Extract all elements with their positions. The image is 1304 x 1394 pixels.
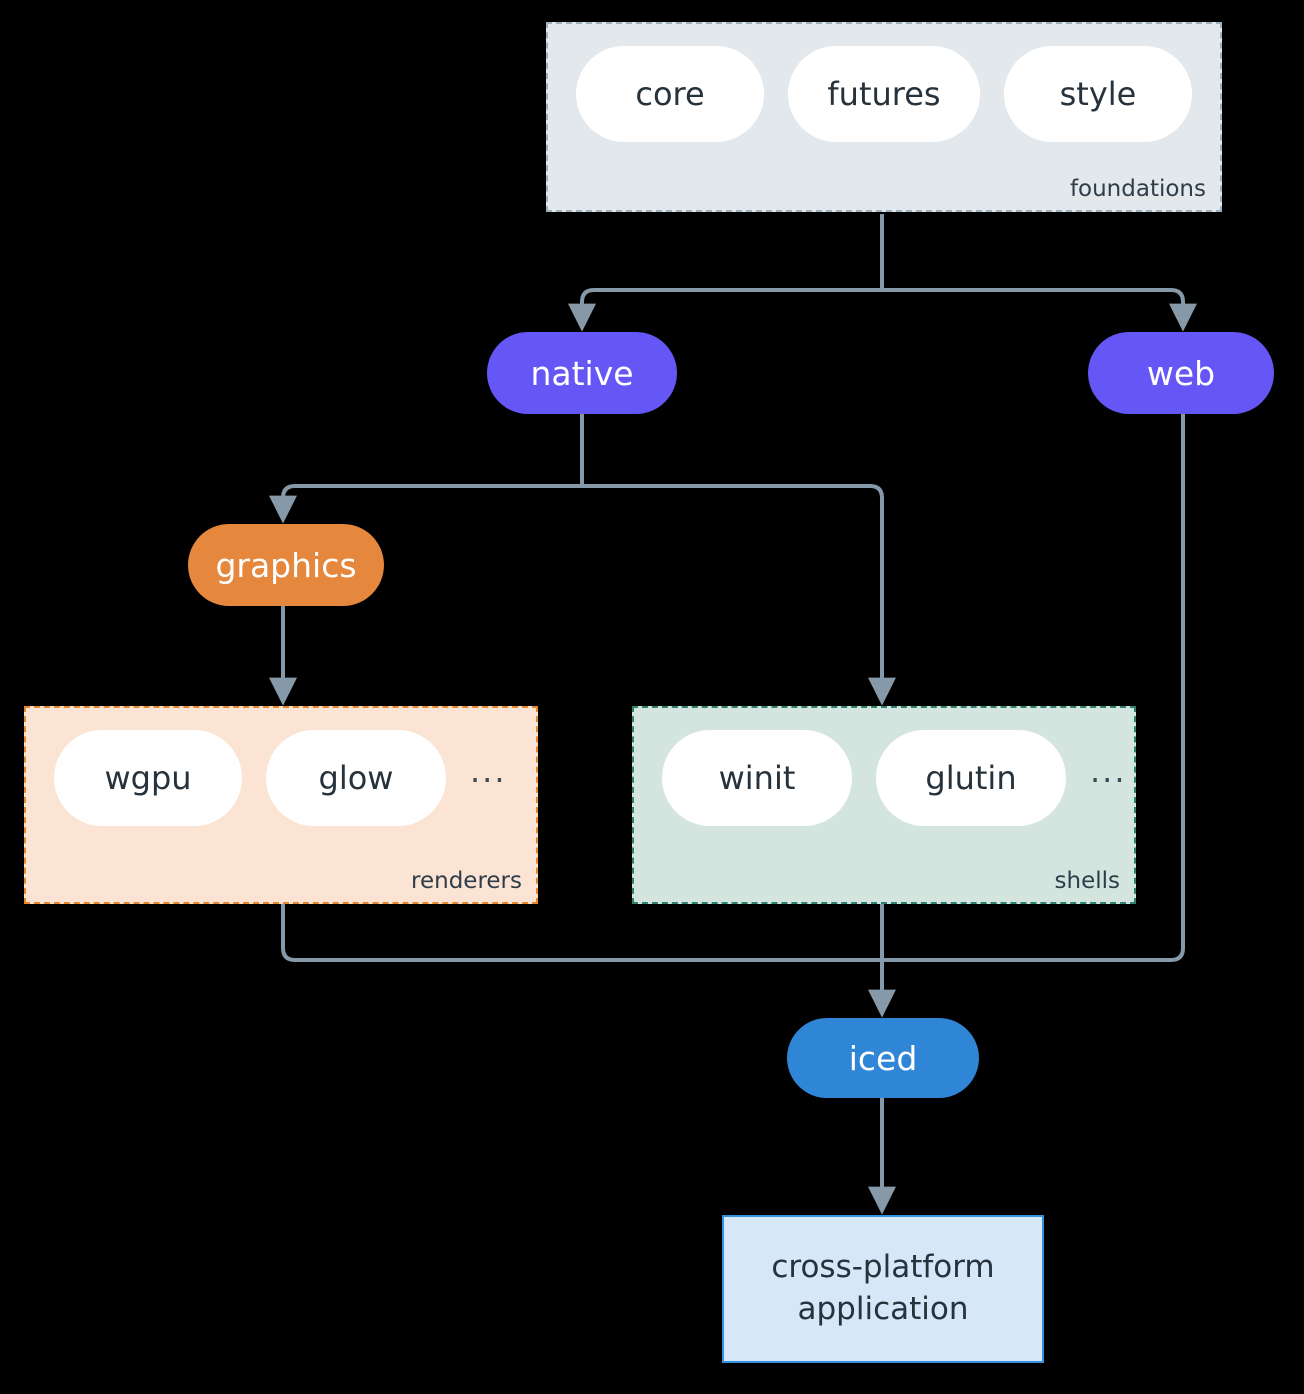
shells-overflow-ellipsis: ... (1090, 752, 1127, 790)
leaf-wgpu[interactable]: wgpu (54, 730, 242, 826)
leaf-core[interactable]: core (576, 46, 764, 142)
edge-foundations-to-native (568, 288, 882, 332)
edge-renderers-to-iced (281, 904, 882, 962)
cluster-shells-label: shells (1054, 868, 1120, 894)
leaf-style[interactable]: style (1004, 46, 1192, 142)
node-graphics[interactable]: graphics (188, 524, 384, 606)
edge-foundations-to-web (882, 288, 1197, 332)
application-line-1: cross-platform (771, 1249, 995, 1286)
node-web[interactable]: web (1088, 332, 1274, 414)
node-cross-platform-application[interactable]: cross-platform application (722, 1215, 1044, 1363)
node-native[interactable]: native (487, 332, 677, 414)
cluster-foundations[interactable]: core futures style foundations (546, 22, 1222, 212)
cluster-renderers[interactable]: wgpu glow ... renderers (24, 706, 538, 904)
renderers-overflow-ellipsis: ... (470, 752, 507, 790)
cluster-foundations-label: foundations (1069, 176, 1206, 202)
cluster-renderers-label: renderers (411, 868, 522, 894)
edge-native-to-shells (582, 484, 896, 706)
cluster-foundations-items: core futures style (548, 46, 1192, 142)
cluster-renderers-items: wgpu glow ... (26, 730, 507, 826)
leaf-futures[interactable]: futures (788, 46, 980, 142)
leaf-glutin[interactable]: glutin (876, 730, 1066, 826)
edge-native-to-graphics (269, 484, 582, 524)
application-line-2: application (797, 1291, 969, 1327)
cluster-shells[interactable]: winit glutin ... shells (632, 706, 1136, 904)
leaf-winit[interactable]: winit (662, 730, 852, 826)
cluster-shells-items: winit glutin ... (634, 730, 1127, 826)
node-iced[interactable]: iced (787, 1018, 979, 1098)
leaf-glow[interactable]: glow (266, 730, 446, 826)
